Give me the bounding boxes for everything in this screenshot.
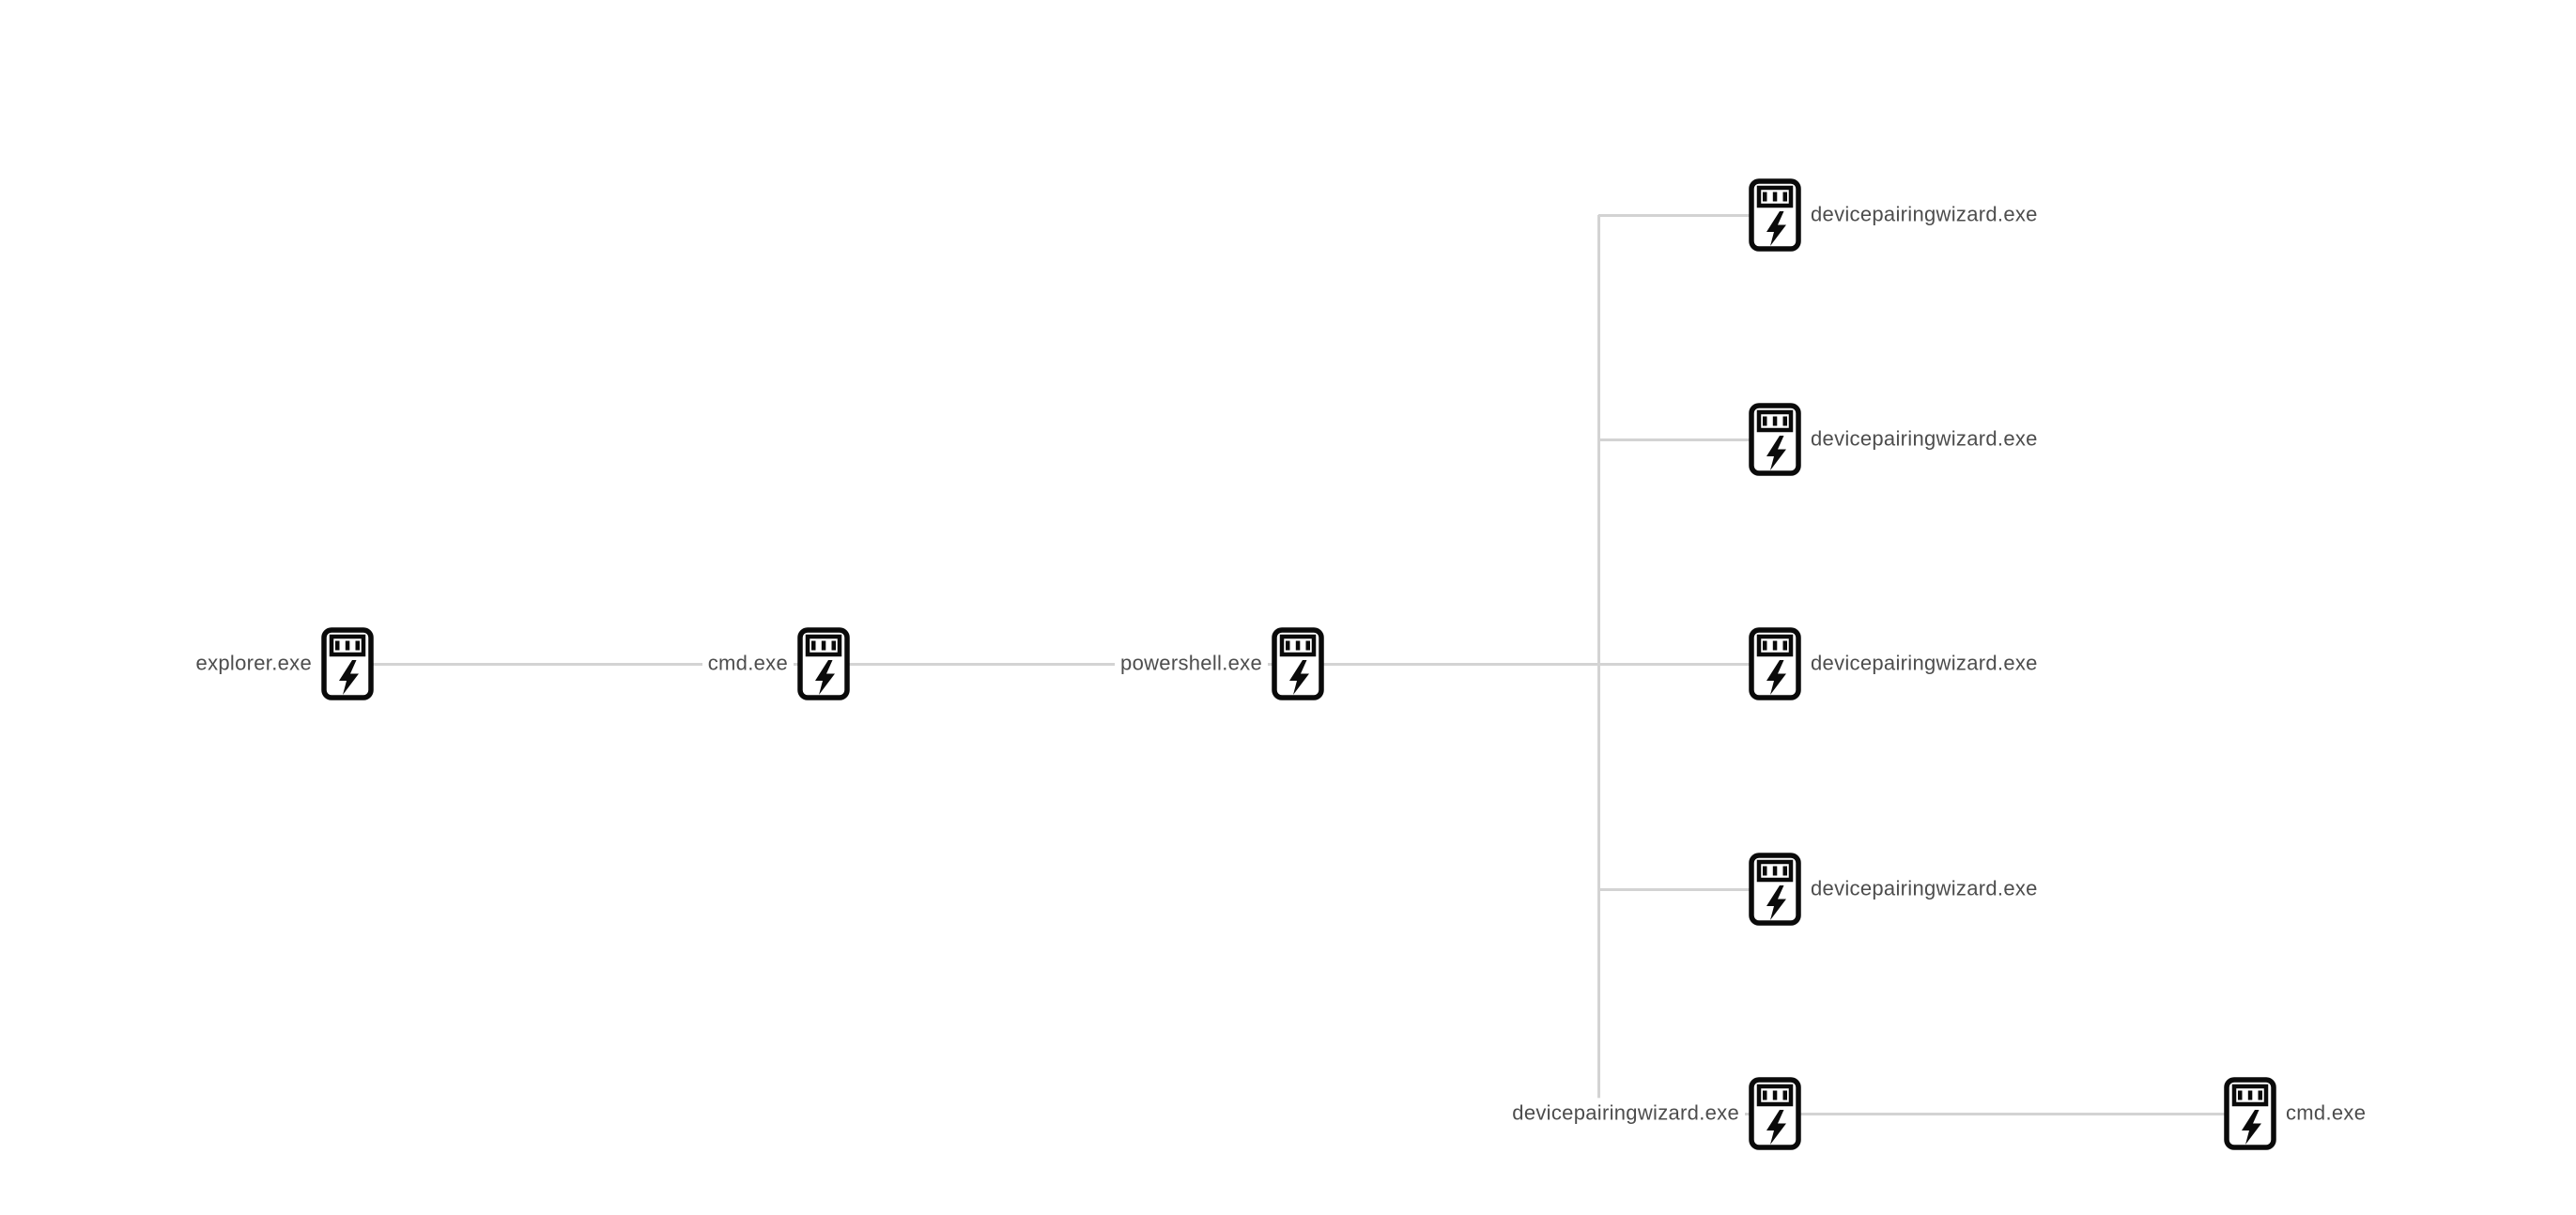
process-executable-lightning-icon	[2224, 1077, 2276, 1150]
process-node-cmd-1[interactable]: cmd.exe	[702, 627, 850, 700]
process-label: devicepairingwizard.exe	[1805, 423, 2044, 454]
process-node-powershell[interactable]: powershell.exe	[1115, 627, 1324, 700]
process-executable-lightning-icon	[1749, 403, 1801, 476]
edge-line	[347, 662, 824, 666]
process-executable-lightning-icon	[1749, 853, 1801, 926]
process-executable-lightning-icon	[797, 627, 850, 700]
process-node-devicepairingwizard-2[interactable]: devicepairingwizard.exe	[1749, 403, 2044, 476]
process-executable-lightning-icon	[1272, 627, 1324, 700]
process-label: cmd.exe	[702, 648, 794, 679]
edge-line	[1598, 887, 1775, 891]
edge-line	[1598, 438, 1775, 441]
process-executable-lightning-icon	[1749, 1077, 1801, 1150]
process-node-explorer[interactable]: explorer.exe	[190, 627, 374, 700]
process-label: devicepairingwizard.exe	[1805, 648, 2044, 679]
edge-line	[824, 662, 1298, 666]
edge-line	[1775, 1112, 2250, 1115]
process-executable-lightning-icon	[321, 627, 374, 700]
edge-line	[1597, 664, 1600, 1114]
process-label: cmd.exe	[2280, 1098, 2372, 1129]
process-label: devicepairingwizard.exe	[1805, 199, 2044, 230]
process-executable-lightning-icon	[1749, 627, 1801, 700]
process-label: devicepairingwizard.exe	[1506, 1098, 1745, 1129]
process-node-cmd-2[interactable]: cmd.exe	[2224, 1077, 2372, 1150]
process-node-devicepairingwizard-3[interactable]: devicepairingwizard.exe	[1749, 627, 2044, 700]
edge-line	[1597, 439, 1600, 664]
process-label: powershell.exe	[1115, 648, 1268, 679]
process-node-devicepairingwizard-4[interactable]: devicepairingwizard.exe	[1749, 853, 2044, 926]
edge-line	[1598, 213, 1775, 217]
edge-line	[1298, 662, 1598, 666]
process-node-devicepairingwizard-5[interactable]: devicepairingwizard.exe	[1506, 1077, 1801, 1150]
process-label: explorer.exe	[190, 648, 317, 679]
process-executable-lightning-icon	[1749, 178, 1801, 252]
process-label: devicepairingwizard.exe	[1805, 873, 2044, 904]
process-node-devicepairingwizard-1[interactable]: devicepairingwizard.exe	[1749, 178, 2044, 252]
